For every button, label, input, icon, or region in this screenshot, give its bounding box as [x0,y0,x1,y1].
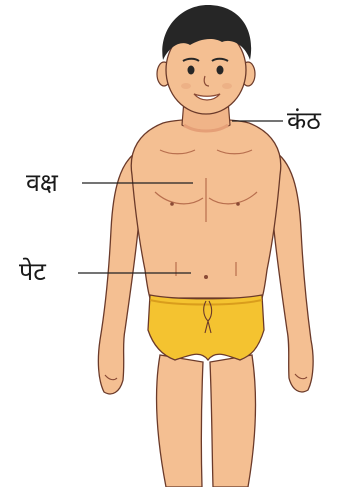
chest-label: वक्ष [26,170,58,195]
right-cheek [222,83,232,89]
stomach-label: पेट [19,259,46,284]
left-eye [188,66,195,75]
legs [156,355,255,487]
neck-label: कंठ [287,108,321,133]
left-leg [156,355,203,487]
left-cheek [181,83,191,89]
right-leg [210,355,255,487]
hands [105,374,307,380]
right-nipple [236,202,240,206]
left-nipple [170,202,174,206]
right-eye [217,66,224,75]
head [157,5,255,114]
navel [204,275,208,279]
